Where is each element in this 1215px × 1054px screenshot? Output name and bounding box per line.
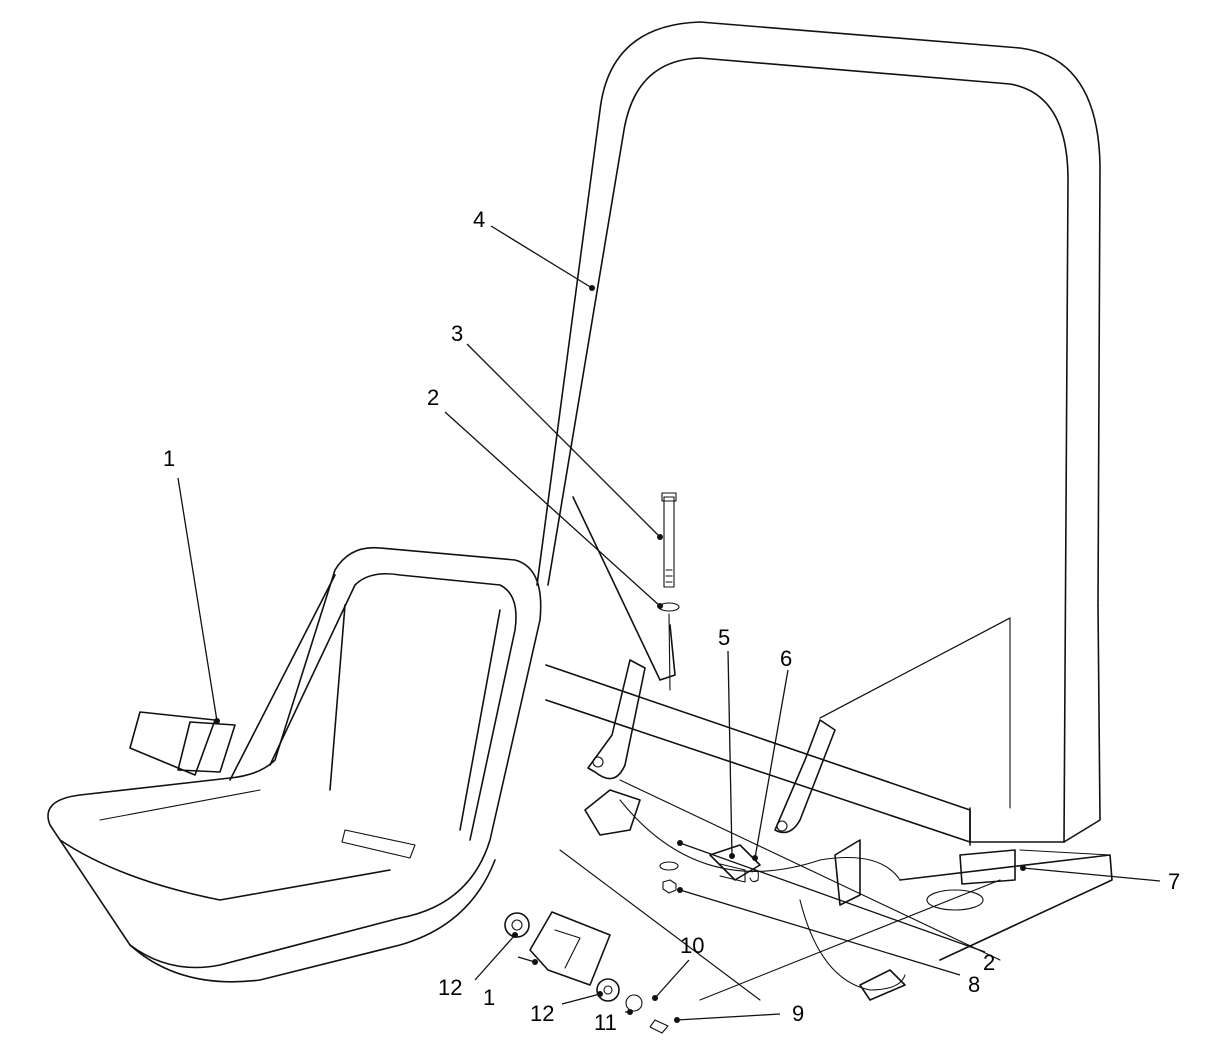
callout-1-seat: 1 (163, 446, 175, 471)
callout-12-left: 12 (438, 975, 462, 1000)
callout-1-bracket: 1 (483, 985, 495, 1010)
callout-2-upper: 2 (427, 385, 439, 410)
callout-12-right: 12 (530, 1001, 554, 1026)
callout-10: 10 (680, 933, 704, 958)
seat-belt-bracket (529, 911, 611, 986)
callout-8: 8 (968, 972, 980, 997)
seat (47, 546, 542, 983)
callout-5: 5 (718, 625, 730, 650)
mounting-brackets (572, 496, 906, 1001)
fasteners (504, 492, 759, 1034)
callout-11: 11 (594, 1010, 617, 1035)
callout-labels: 1 1 2 2 3 4 5 6 7 8 9 10 11 12 12 (163, 207, 1180, 1035)
leader-lines (177, 225, 1161, 1023)
callout-9: 9 (792, 1001, 804, 1026)
callout-6: 6 (780, 646, 792, 671)
roll-bar (536, 21, 1101, 843)
callout-7: 7 (1168, 869, 1180, 894)
frame-crossbeam (545, 664, 1113, 1001)
callout-4: 4 (473, 207, 485, 232)
callout-2-lower: 2 (983, 950, 995, 975)
callout-3: 3 (451, 321, 463, 346)
